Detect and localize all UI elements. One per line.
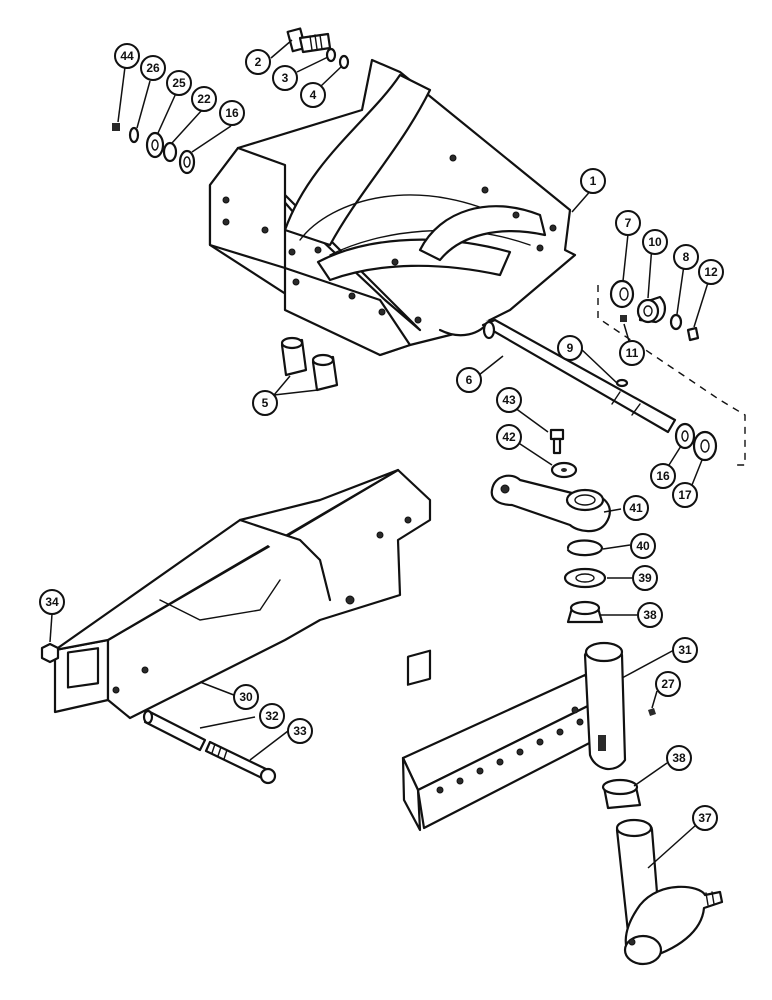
shaft-collar-kit bbox=[609, 279, 700, 342]
svg-text:32: 32 bbox=[265, 709, 279, 723]
spindle-thread-lines bbox=[705, 891, 715, 906]
svg-text:8: 8 bbox=[683, 250, 690, 264]
callout-1: 1 bbox=[580, 168, 606, 194]
callout-17: 17 bbox=[672, 482, 698, 508]
svg-text:33: 33 bbox=[293, 724, 307, 738]
axle-extension bbox=[401, 641, 627, 832]
svg-text:43: 43 bbox=[502, 393, 516, 407]
svg-text:3: 3 bbox=[282, 71, 289, 85]
callout-12: 12 bbox=[698, 259, 724, 285]
callout-34: 34 bbox=[39, 589, 65, 615]
svg-text:38: 38 bbox=[672, 751, 686, 765]
svg-text:16: 16 bbox=[656, 469, 670, 483]
svg-text:39: 39 bbox=[638, 571, 652, 585]
svg-text:42: 42 bbox=[502, 430, 516, 444]
svg-text:38: 38 bbox=[643, 608, 657, 622]
callout-43: 43 bbox=[496, 387, 522, 413]
callout-26: 26 bbox=[140, 55, 166, 81]
svg-text:22: 22 bbox=[197, 92, 211, 106]
callout-8: 8 bbox=[673, 244, 699, 270]
callout-4: 4 bbox=[300, 82, 326, 108]
callout-40: 40 bbox=[630, 533, 656, 559]
svg-text:12: 12 bbox=[704, 265, 718, 279]
svg-text:34: 34 bbox=[45, 595, 59, 609]
callout-41: 41 bbox=[623, 495, 649, 521]
callout-27: 27 bbox=[655, 671, 681, 697]
svg-text:37: 37 bbox=[698, 811, 712, 825]
svg-text:17: 17 bbox=[678, 488, 692, 502]
lower-bushing bbox=[601, 778, 642, 810]
bushings bbox=[280, 336, 339, 392]
bolt33-thread-lines bbox=[211, 743, 228, 760]
hex-nut bbox=[40, 642, 60, 664]
svg-text:2: 2 bbox=[255, 55, 262, 69]
beam-pin-and-bolt bbox=[142, 709, 277, 785]
spindle-ring-stack bbox=[563, 539, 607, 624]
extension-holes bbox=[436, 706, 584, 794]
left-washer-stack bbox=[112, 123, 196, 175]
svg-text:31: 31 bbox=[678, 643, 692, 657]
grease-fitting bbox=[648, 708, 656, 716]
callout-16-top: 16 bbox=[219, 100, 245, 126]
callout-7: 7 bbox=[615, 210, 641, 236]
callout-44: 44 bbox=[114, 43, 140, 69]
svg-text:16: 16 bbox=[225, 106, 239, 120]
callout-11: 11 bbox=[619, 340, 645, 366]
svg-text:6: 6 bbox=[466, 373, 473, 387]
steering-arm bbox=[490, 474, 611, 533]
svg-text:25: 25 bbox=[172, 76, 186, 90]
callout-10: 10 bbox=[642, 229, 668, 255]
callout-3: 3 bbox=[272, 65, 298, 91]
arm-bolt bbox=[549, 428, 578, 479]
callout-16-right: 16 bbox=[650, 463, 676, 489]
bolt-thread-lines bbox=[309, 34, 323, 51]
svg-text:4: 4 bbox=[310, 88, 317, 102]
callout-42: 42 bbox=[496, 424, 522, 450]
svg-text:5: 5 bbox=[262, 396, 269, 410]
svg-text:10: 10 bbox=[648, 235, 662, 249]
svg-text:40: 40 bbox=[636, 539, 650, 553]
callout-22: 22 bbox=[191, 86, 217, 112]
callout-30: 30 bbox=[233, 684, 259, 710]
svg-text:27: 27 bbox=[661, 677, 675, 691]
callout-9: 9 bbox=[557, 335, 583, 361]
callout-33: 33 bbox=[287, 718, 313, 744]
svg-text:11: 11 bbox=[626, 346, 639, 360]
bracket-bolt-holes bbox=[222, 154, 557, 324]
optional-kit-outline bbox=[597, 285, 746, 466]
leader-lines bbox=[49, 39, 712, 869]
callout-32: 32 bbox=[259, 703, 285, 729]
callout-39: 39 bbox=[632, 565, 658, 591]
callout-37: 37 bbox=[692, 805, 718, 831]
bolt-assembly bbox=[286, 27, 350, 70]
svg-text:9: 9 bbox=[567, 341, 574, 355]
svg-text:1: 1 bbox=[590, 174, 597, 188]
callout-38-upper: 38 bbox=[637, 602, 663, 628]
svg-text:44: 44 bbox=[120, 49, 134, 63]
svg-text:26: 26 bbox=[146, 61, 160, 75]
steering-spindle bbox=[615, 818, 724, 966]
pivot-shaft bbox=[481, 318, 677, 434]
svg-text:7: 7 bbox=[625, 216, 632, 230]
right-washers bbox=[674, 422, 718, 462]
callout-31: 31 bbox=[672, 637, 698, 663]
callout-38-lower: 38 bbox=[666, 745, 692, 771]
svg-text:30: 30 bbox=[239, 690, 253, 704]
axle-support-bracket bbox=[208, 58, 577, 357]
axle-center-beam bbox=[53, 468, 432, 720]
callout-25: 25 bbox=[166, 70, 192, 96]
svg-text:41: 41 bbox=[629, 501, 643, 515]
callout-2: 2 bbox=[245, 49, 271, 75]
callout-6: 6 bbox=[456, 367, 482, 393]
callout-5: 5 bbox=[252, 390, 278, 416]
